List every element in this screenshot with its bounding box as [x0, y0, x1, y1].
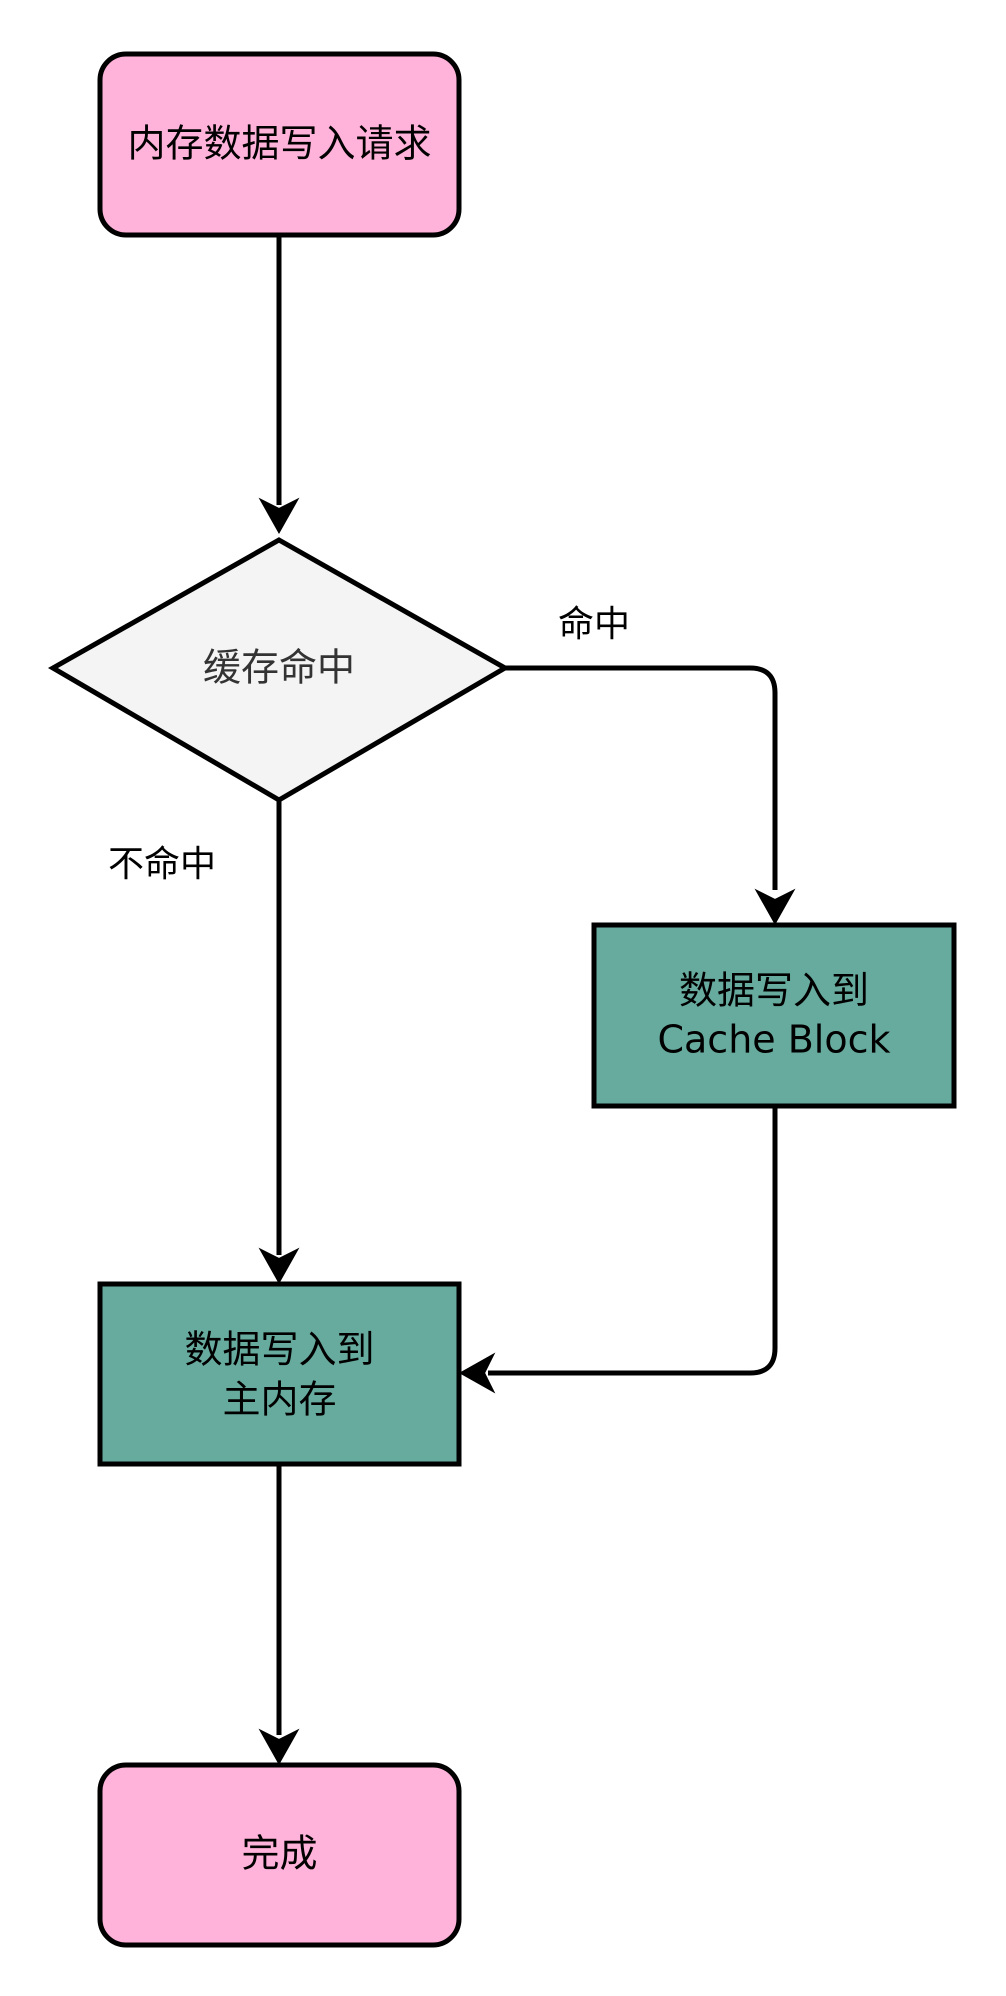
write-main-node-label-line2: 主内存: [222, 1378, 336, 1422]
hit-edge-label: 命中: [558, 604, 630, 645]
arrowhead-start-to-decision: [258, 497, 300, 535]
write-main-node-label-line1: 数据写入到: [184, 1328, 374, 1372]
arrowhead-main-to-end: [258, 1728, 300, 1766]
start-node: 内存数据写入请求: [97, 51, 462, 238]
write-cache-node-shape: [591, 922, 957, 1109]
write-cache-node-label-line2: Cache Block: [657, 1018, 890, 1062]
arrowheads: [258, 497, 796, 1766]
decision-node: 缓存命中: [47, 537, 511, 803]
start-node-shape: [97, 51, 462, 238]
decision-node-label: 缓存命中: [203, 646, 355, 690]
end-node: 完成: [97, 1762, 462, 1948]
arrowhead-cache-to-main: [458, 1352, 496, 1394]
end-node-label: 完成: [241, 1832, 317, 1876]
write-main-node-shape: [97, 1281, 462, 1467]
start-node-label: 内存数据写入请求: [127, 122, 431, 166]
arrowhead-miss-to-main: [258, 1247, 300, 1285]
write-cache-node-label-line1: 数据写入到: [679, 969, 869, 1013]
write-main-node: 数据写入到 主内存: [97, 1281, 462, 1467]
edge-cache-to-main: [488, 1106, 778, 1376]
edges: [276, 235, 778, 1735]
arrowhead-hit-to-cache: [754, 888, 796, 926]
end-node-shape: [97, 1762, 462, 1948]
write-cache-node: 数据写入到 Cache Block: [591, 922, 957, 1109]
miss-edge-label: 不命中: [108, 844, 216, 885]
edge-hit-to-cache: [505, 665, 778, 890]
decision-node-shape: [47, 537, 511, 803]
